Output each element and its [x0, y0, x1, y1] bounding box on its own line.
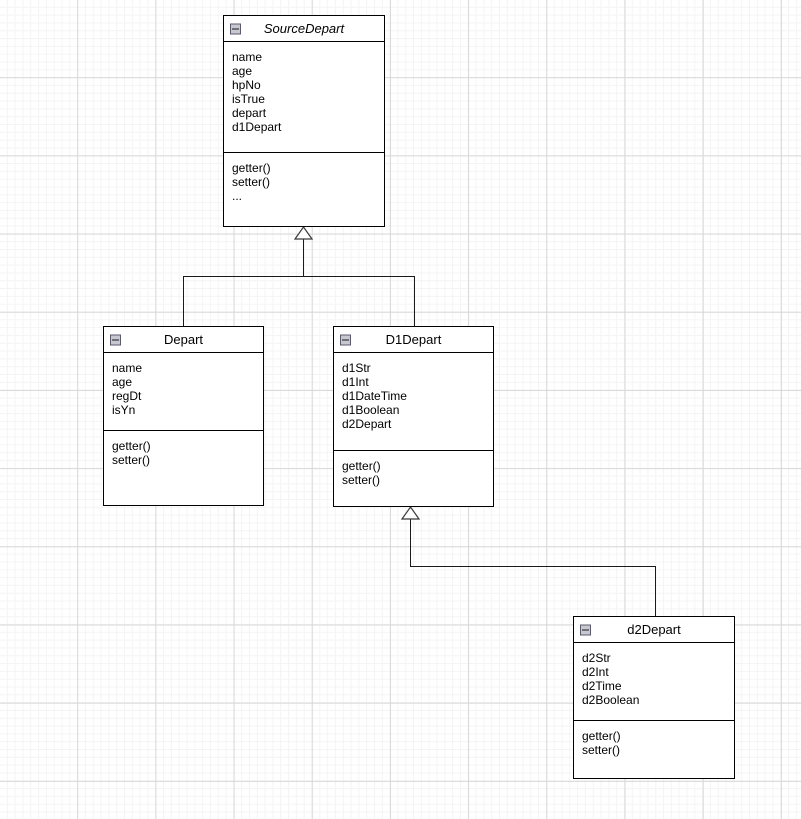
edge-sourcedepart-crossbar[interactable]	[183, 276, 415, 277]
collapse-minus-icon[interactable]	[110, 334, 121, 345]
method-row: setter()	[112, 453, 151, 467]
collapse-minus-icon[interactable]	[230, 23, 241, 34]
method-row: setter()	[232, 175, 271, 189]
attribute-row: name	[232, 50, 263, 64]
method-row: getter()	[342, 459, 381, 473]
class-box-depart[interactable]: Depart name age regDt isYn getter() sett…	[103, 326, 264, 506]
class-name-label: d2Depart	[627, 622, 681, 637]
method-row: ...	[232, 189, 243, 203]
attribute-row: d2Depart	[342, 417, 392, 431]
attribute-row: age	[112, 375, 133, 389]
attribute-row: depart	[232, 106, 267, 120]
attribute-row: hpNo	[232, 78, 261, 92]
class-name-label: Depart	[163, 332, 204, 347]
methods-compartment-source-depart: getter() setter() ...	[224, 153, 384, 209]
attribute-row: d1Boolean	[342, 403, 400, 417]
method-row: getter()	[582, 729, 621, 743]
class-name-label: SourceDepart	[263, 21, 345, 36]
collapse-minus-icon[interactable]	[340, 334, 351, 345]
edge-branch-to-depart[interactable]	[183, 276, 184, 326]
attribute-row: d1Depart	[232, 120, 282, 134]
attribute-row: d1DateTime	[342, 389, 407, 403]
edge-branch-to-d2depart[interactable]	[655, 566, 656, 616]
attributes-compartment-d2-depart: d2Str d2Int d2Time d2Boolean	[574, 643, 734, 721]
methods-compartment-d2-depart: getter() setter()	[574, 721, 734, 763]
edge-d1depart-trunk[interactable]	[410, 519, 411, 566]
attribute-row: d2Time	[582, 679, 622, 693]
method-row: getter()	[232, 161, 271, 175]
methods-compartment-d1-depart: getter() setter()	[334, 451, 493, 493]
attribute-row: regDt	[112, 389, 142, 403]
attribute-row: d2Boolean	[582, 693, 640, 707]
attribute-row: age	[232, 64, 253, 78]
edge-branch-to-d1depart[interactable]	[414, 276, 415, 326]
class-title-source-depart[interactable]: SourceDepart	[224, 16, 384, 42]
method-row: getter()	[112, 439, 151, 453]
attribute-row: d2Str	[582, 651, 611, 665]
attributes-compartment-source-depart: name age hpNo isTrue depart d1Depart	[224, 42, 384, 153]
class-box-d1-depart[interactable]: D1Depart d1Str d1Int d1DateTime d1Boolea…	[333, 326, 494, 507]
collapse-minus-icon[interactable]	[580, 624, 591, 635]
attribute-row: d2Int	[582, 665, 609, 679]
edge-sourcedepart-trunk[interactable]	[303, 239, 304, 276]
attribute-row: name	[112, 361, 143, 375]
attribute-row: d1Str	[342, 361, 371, 375]
class-box-source-depart[interactable]: SourceDepart name age hpNo isTrue depart…	[223, 15, 385, 227]
edge-d2depart-crossbar[interactable]	[410, 566, 655, 567]
attributes-compartment-depart: name age regDt isYn	[104, 353, 263, 431]
class-title-depart[interactable]: Depart	[104, 327, 263, 353]
class-box-d2-depart[interactable]: d2Depart d2Str d2Int d2Time d2Boolean ge…	[573, 616, 735, 779]
method-row: setter()	[582, 743, 621, 757]
method-row: setter()	[342, 473, 381, 487]
attributes-compartment-d1-depart: d1Str d1Int d1DateTime d1Boolean d2Depar…	[334, 353, 493, 451]
class-title-d1-depart[interactable]: D1Depart	[334, 327, 493, 353]
methods-compartment-depart: getter() setter()	[104, 431, 263, 473]
attribute-row: d1Int	[342, 375, 369, 389]
class-title-d2-depart[interactable]: d2Depart	[574, 617, 734, 643]
attribute-row: isTrue	[232, 92, 265, 106]
attribute-row: isYn	[112, 403, 136, 417]
class-name-label: D1Depart	[385, 332, 442, 347]
